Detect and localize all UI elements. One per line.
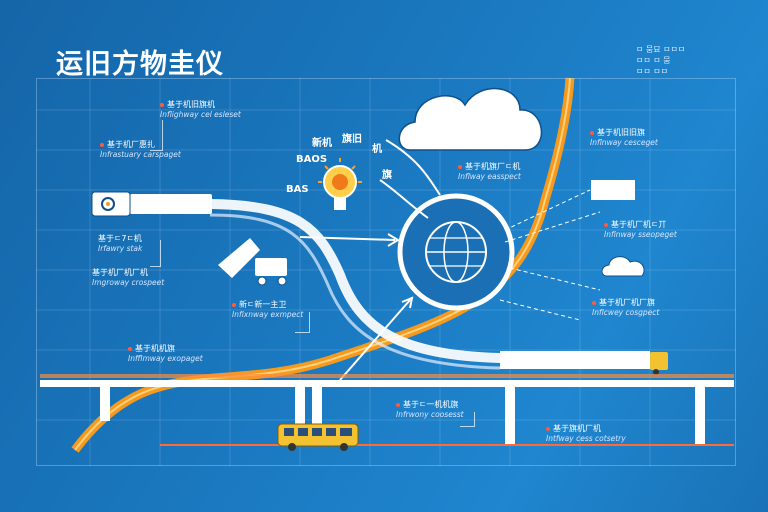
truck-cab-icon	[650, 352, 668, 375]
marker-dot	[546, 426, 550, 431]
info-box	[591, 180, 635, 200]
label-main: 基于机机旗	[135, 344, 175, 353]
diagram-label: 基于旗机厂机 Intfway cess cotsetry	[546, 424, 626, 444]
marker-dot	[396, 402, 400, 407]
marker-dot	[128, 346, 132, 351]
leader-bracket	[460, 412, 475, 427]
ring-word: 机	[372, 144, 382, 155]
marker-dot	[592, 300, 596, 305]
diagram-label: 基于机机旗 Infflmway exopaget	[128, 344, 203, 364]
truck-icon	[218, 238, 287, 286]
label-main: 基于ㄷ一机机旗	[403, 400, 459, 409]
marker-dot	[590, 130, 594, 135]
label-main: 新ㄷ新一主卫	[239, 300, 287, 309]
leader-bracket	[150, 120, 163, 151]
ring-word: 旗旧	[342, 134, 362, 145]
diagram-label: 基于机旧旧旗 Inflnway cesceget	[590, 128, 658, 148]
label-sub: Inflway easspect	[458, 172, 521, 181]
small-cloud-icon	[601, 256, 645, 277]
diagram-label: 基于机厂机厂机 Imgroway crospeet	[92, 268, 164, 288]
diagram-label: 新ㄷ新一主卫 Infixnway exmpect	[232, 300, 303, 320]
diagram-label: 基于机厂机ㄷ丌 Infinway sseopeget	[604, 220, 677, 240]
marker-dot	[100, 142, 104, 147]
label-sub: Inflnway cesceget	[590, 138, 658, 147]
diagram-label: 基于机厂惠扎 Infrastuary carspaget	[100, 140, 181, 160]
label-sub: Infixnway exmpect	[232, 310, 304, 319]
marker-dot	[604, 222, 608, 227]
label-sub: Infflmway exopaget	[128, 354, 203, 363]
label-main: 基于机厂机厂旗	[599, 298, 655, 307]
legend: ㅁ 뭄묘 ㅁㅁㅁ ㅁㅁ ㅁ 뭄 ㅁㅁ ㅁㅁ	[636, 44, 685, 77]
ring-word: 旗	[382, 170, 392, 181]
diagram-label: 基于机旧旗机 Inflighway cel esleset	[160, 100, 241, 120]
label-sub: Imgroway crospeet	[92, 278, 165, 287]
diagram-frame	[36, 78, 736, 466]
leader-bracket	[150, 240, 161, 267]
leader-bracket	[295, 312, 310, 333]
legend-line: ㅁㅁ ㅁ 뭄	[636, 56, 671, 65]
label-sub: Inflighway cel esleset	[160, 110, 241, 119]
white-pipe	[209, 199, 661, 365]
cloud-icon	[398, 88, 542, 151]
flow-arrows	[299, 139, 441, 381]
ring-word: BAS	[286, 184, 309, 195]
engine-icon	[91, 191, 131, 217]
bus-icon	[277, 423, 359, 451]
label-main: 基于机厂机厂机	[92, 268, 148, 277]
label-sub: Infrwony coosesst	[396, 410, 464, 419]
trailer-body	[500, 351, 650, 369]
label-sub: Intfway cess cotsetry	[546, 434, 626, 443]
legend-line: ㅁ 뭄묘 ㅁㅁㅁ	[636, 45, 686, 54]
marker-dot	[458, 164, 462, 169]
label-main: 基于ㄷ7ㄷ机	[98, 234, 142, 243]
label-sub: Irfawry stak	[98, 244, 143, 253]
dashed-connectors	[499, 189, 601, 321]
bulb-ring-text: BAOS 新机 旗旧 机 旗 BAS	[282, 126, 402, 216]
horizontal-tube	[130, 194, 212, 214]
ring-word: BAOS	[296, 154, 328, 165]
marker-dot	[160, 102, 164, 107]
lightbulb-icon	[318, 158, 362, 210]
diagram-label: 基于机旗厂ㄷ机 Inflway easspect	[458, 162, 521, 182]
bridge-deck	[40, 380, 734, 387]
label-main: 基于机厂惠扎	[107, 140, 155, 149]
label-sub: Infinway sseopeget	[604, 230, 677, 239]
label-main: 基于机旧旧旗	[597, 128, 645, 137]
label-main: 基于旗机厂机	[553, 424, 601, 433]
bridge-piers	[100, 387, 705, 445]
label-sub: Infrastuary carspaget	[100, 150, 181, 159]
bridge-rail	[40, 374, 734, 378]
diagram-title: 运旧方物圭仪	[56, 49, 224, 80]
marker-dot	[232, 302, 236, 307]
diagram-label: 基于ㄷ一机机旗 Infrwony coosesst	[396, 400, 464, 420]
label-main: 基于机旗厂ㄷ机	[465, 162, 521, 171]
label-sub: Inficwey cosgpect	[592, 308, 660, 317]
label-main: 基于机厂机ㄷ丌	[611, 220, 667, 229]
white-pipe-trail	[209, 213, 501, 370]
diagram-label: 基于ㄷ7ㄷ机 Irfawry stak	[98, 234, 142, 254]
label-main: 基于机旧旗机	[167, 100, 215, 109]
legend-line: ㅁㅁ ㅁㅁ	[636, 67, 668, 76]
globe-icon	[397, 193, 515, 311]
diagram-label: 基于机厂机厂旗 Inficwey cosgpect	[592, 298, 659, 318]
ring-word: 新机	[312, 138, 332, 149]
